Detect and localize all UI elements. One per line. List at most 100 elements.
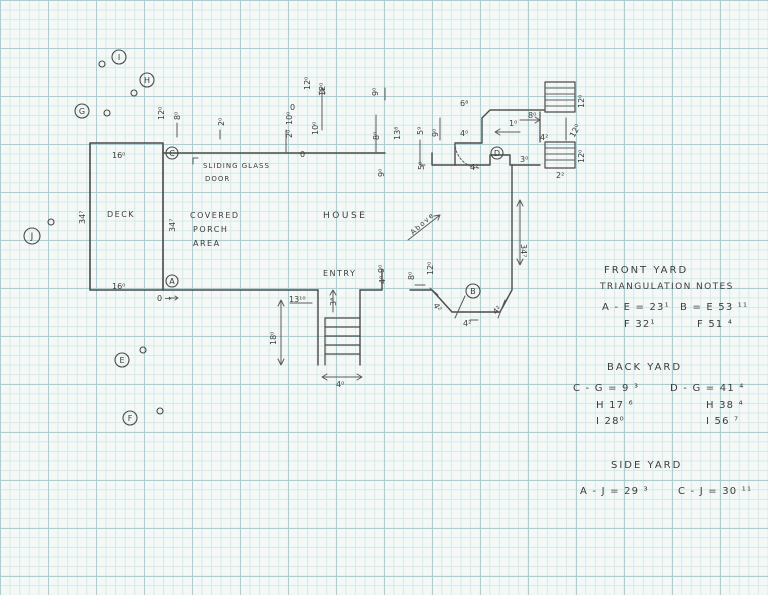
dim-right-12c: 12⁰ bbox=[577, 150, 586, 163]
house-front-wall bbox=[409, 164, 513, 313]
point-b-label: B bbox=[470, 287, 476, 296]
upper-stair-box bbox=[544, 81, 576, 113]
dimension-marks bbox=[168, 87, 567, 366]
dim-b-4a: 4² bbox=[431, 302, 443, 314]
front-yard-title: FRONT YARD bbox=[604, 265, 689, 276]
house-right-wall-mid bbox=[454, 154, 541, 166]
side-yard-title: SIDE YARD bbox=[611, 460, 683, 471]
back-note-h-d: H 38 ⁴ bbox=[706, 400, 744, 411]
dim-top-2: 2⁰ bbox=[217, 118, 226, 126]
stake-i-icon bbox=[98, 60, 106, 68]
dim-right-3: 3⁰ bbox=[520, 155, 528, 164]
dim-mid-9b: 9⁰ bbox=[431, 129, 440, 137]
dim-right-12b: 12⁰ bbox=[568, 123, 582, 139]
point-h-marker bbox=[139, 72, 155, 88]
point-g-marker bbox=[74, 103, 90, 119]
entry-stairs bbox=[317, 289, 363, 381]
dim-entry-9: 9⁰ bbox=[377, 265, 386, 273]
dim-mid-5: 5⁹ bbox=[416, 127, 425, 135]
dim-top-2b: 2⁰ bbox=[285, 130, 294, 138]
dim-top-10: 10⁰ bbox=[285, 112, 294, 125]
dim-entry-4: 4⁰ bbox=[378, 276, 387, 284]
house-right-wall-top bbox=[431, 109, 546, 166]
dim-right-34: 34⁷ bbox=[519, 244, 528, 257]
house-label: HOUSE bbox=[323, 211, 367, 221]
dim-stair-13: 13¹⁰ bbox=[289, 295, 306, 304]
stake-g-icon bbox=[103, 109, 111, 117]
point-g-label: G bbox=[79, 107, 85, 116]
dim-top-0: 0 bbox=[290, 103, 295, 112]
dim-top-12c: 12⁰ bbox=[318, 83, 327, 96]
point-c-label: C bbox=[169, 149, 175, 158]
dim-right-4: 4² bbox=[540, 133, 548, 142]
back-yard-title: BACK YARD bbox=[607, 362, 683, 373]
point-j-marker bbox=[23, 227, 41, 245]
area-labels: DECK COVERED PORCH AREA HOUSE ENTRY SLID… bbox=[107, 162, 436, 278]
lower-stair-box bbox=[544, 141, 576, 169]
dim-right-6: 6⁸ bbox=[460, 99, 468, 108]
side-stairs bbox=[539, 81, 576, 169]
back-note-h-c: H 17 ⁶ bbox=[596, 400, 634, 411]
dimension-labels: 16⁰ 16⁰ 34⁷ 34⁷ 12⁰ 8⁰ 2⁰ 10⁰ 2⁰ 12⁰ 10⁰… bbox=[78, 77, 586, 389]
point-f-label: F bbox=[128, 414, 133, 423]
point-markers bbox=[23, 49, 504, 426]
back-note-i-c: I 28⁰ bbox=[596, 416, 625, 427]
triangulation-title: TRIANGULATION NOTES bbox=[600, 282, 734, 292]
dim-top-8b: 8⁰ bbox=[372, 132, 381, 140]
point-a-label: A bbox=[169, 277, 175, 286]
back-note-c-g: C - G = 9 ³ bbox=[573, 383, 640, 394]
dim-deck-top: 16⁰ bbox=[112, 151, 125, 160]
sliding-door-label-2: DOOR bbox=[205, 175, 230, 183]
dim-right-2: 2² bbox=[556, 171, 564, 180]
dim-mid-13: 13⁸ bbox=[393, 127, 402, 140]
point-c-marker bbox=[165, 146, 179, 160]
back-note-i-d: I 56 ⁷ bbox=[706, 416, 740, 427]
dim-top-0b: 0 bbox=[300, 150, 305, 159]
point-d-marker bbox=[490, 146, 504, 160]
dim-right-1: 1⁰ bbox=[509, 119, 517, 128]
dim-deck-side: 34⁷ bbox=[78, 211, 87, 224]
stake-j-icon bbox=[47, 218, 55, 226]
entry-wall bbox=[359, 269, 383, 291]
stake-e-icon bbox=[139, 346, 147, 354]
covered-label: COVERED bbox=[190, 211, 240, 220]
dim-b-4b: 4² bbox=[463, 319, 471, 328]
stake-f-icon bbox=[156, 407, 164, 415]
dim-b-12: 12⁰ bbox=[426, 262, 435, 275]
front-note-b-e: B = E 53 ¹¹ bbox=[680, 302, 749, 313]
front-note-f-b: F 51 ⁴ bbox=[697, 319, 734, 330]
point-a-marker bbox=[165, 274, 179, 288]
point-f-marker bbox=[122, 410, 138, 426]
stake-h-icon bbox=[130, 89, 138, 97]
dim-mid-5b: 5⁰ bbox=[417, 162, 426, 170]
front-note-a-e: A - E = 23¹ bbox=[602, 302, 670, 313]
dim-right-12: 12⁰ bbox=[577, 95, 586, 108]
entry-label: ENTRY bbox=[323, 269, 356, 278]
zero-arrow-label: 0 → bbox=[157, 294, 172, 303]
point-e-marker bbox=[114, 352, 130, 368]
dim-b-8: 8⁰ bbox=[407, 272, 416, 280]
porch-label: PORCH bbox=[193, 225, 228, 234]
point-b-marker bbox=[465, 283, 481, 299]
dim-top-9: 9⁰ bbox=[371, 88, 380, 96]
dim-top-12: 12⁰ bbox=[157, 107, 166, 120]
dim-top-12b: 12⁰ bbox=[303, 77, 312, 90]
point-j-label: J bbox=[30, 232, 34, 242]
dim-b-4c: 4² bbox=[491, 304, 503, 316]
dim-right-8: 8⁰ bbox=[528, 111, 536, 120]
point-h-label: H bbox=[144, 76, 150, 85]
dim-mid-4: 4⁰ bbox=[460, 129, 468, 138]
point-d-label: D bbox=[494, 149, 500, 158]
sliding-door-label-1: SLIDING GLASS bbox=[203, 162, 270, 170]
door-swing bbox=[454, 142, 481, 169]
side-note-c-j: C - J = 30 ¹¹ bbox=[678, 486, 753, 497]
side-note-a-j: A - J = 29 ³ bbox=[580, 486, 649, 497]
dim-stair-18: 18⁰ bbox=[269, 332, 278, 345]
dim-stair-3: 3⁸ bbox=[329, 298, 338, 306]
point-e-label: E bbox=[119, 356, 124, 365]
dim-top-8: 8⁰ bbox=[173, 112, 182, 120]
above-label: Above bbox=[409, 211, 436, 237]
area-label: AREA bbox=[193, 239, 221, 248]
front-note-f-a: F 32¹ bbox=[624, 319, 656, 330]
